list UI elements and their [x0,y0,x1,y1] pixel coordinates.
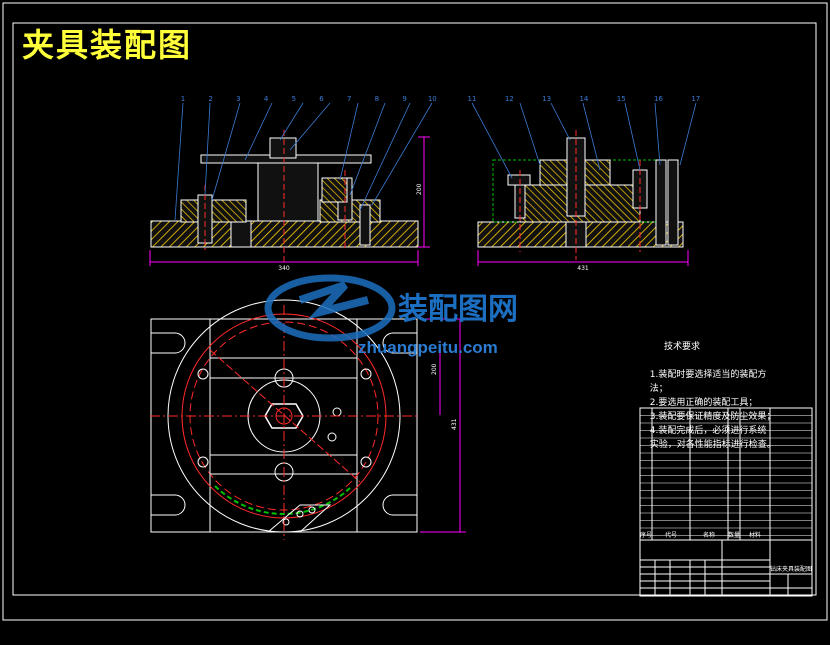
leader-number: 5 [292,95,296,103]
side-section-view: 431 [471,102,697,272]
inner-frame [12,22,817,596]
leader-number: 2 [208,95,212,103]
watermark-name: 装配图网 [398,292,518,327]
tech-req-line: 3.装配要保证精度及防尘效果； [649,412,776,422]
parts-header-cell: 序号 [640,531,652,539]
leader-number: 14 [579,95,588,103]
dim-plan-height: 431 [451,418,458,430]
parts-header-cell: 代号 [665,531,677,539]
front-section-view: 340 200 [149,102,433,272]
parts-header-cell: 数量 [728,531,740,539]
leader-number: 17 [691,95,700,103]
leader-number: 3 [236,95,240,103]
leader-number: 9 [402,95,406,103]
dim-front-width: 340 [278,265,290,272]
leader-number: 8 [375,95,379,103]
parts-header-cell: 名称 [703,531,715,539]
leader-number: 13 [542,95,551,103]
leader-number: 6 [319,95,324,103]
drawing-title: 夹具装配图 [22,26,193,64]
dim-side-width: 431 [577,265,589,272]
watermark-url: zhuangpeitu.com [358,338,498,357]
dim-plan-inner: 200 [431,363,438,375]
watermark-logo [264,274,396,342]
front-leader-numbers: 1 2 3 4 5 6 7 8 9 10 [181,95,437,103]
tech-req-line: 法； [649,384,668,394]
leader-number: 10 [428,95,437,103]
tech-req-line: 1.装配时要选择适当的装配方 [649,370,767,380]
side-leader-numbers: 11 12 13 14 15 16 17 [468,95,701,103]
parts-list-rows [640,415,812,536]
tech-requirements: 技术要求 1.装配时要选择适当的装配方 法； 2.要选用正确的装配工具； 3.装… [644,312,776,452]
tech-requirements-heading: 技术要求 [664,342,701,352]
tech-req-line: 2.要选用正确的装配工具； [649,398,758,408]
title-block: 钻床夹具装配图 [639,539,813,597]
leader-number: 12 [505,95,514,103]
leader-number: 7 [347,95,351,103]
plan-view: 200 431 [150,299,466,540]
drawing-name: 钻床夹具装配图 [770,565,812,573]
leader-number: 11 [468,95,477,103]
parts-header-cell: 材料 [749,531,761,539]
leader-number: 15 [617,95,626,103]
tech-req-line: 4.装配完成后，必须进行系统 [649,426,767,436]
outer-frame [2,2,828,621]
parts-list-header: 序号 代号 名称 数量 材料 [640,531,761,539]
leader-number: 4 [264,95,269,103]
dim-front-height: 200 [416,183,423,195]
leader-number: 16 [654,95,663,103]
leader-number: 1 [181,95,185,103]
tech-req-line: 实验，对各性能指标进行检查。 [649,440,776,450]
